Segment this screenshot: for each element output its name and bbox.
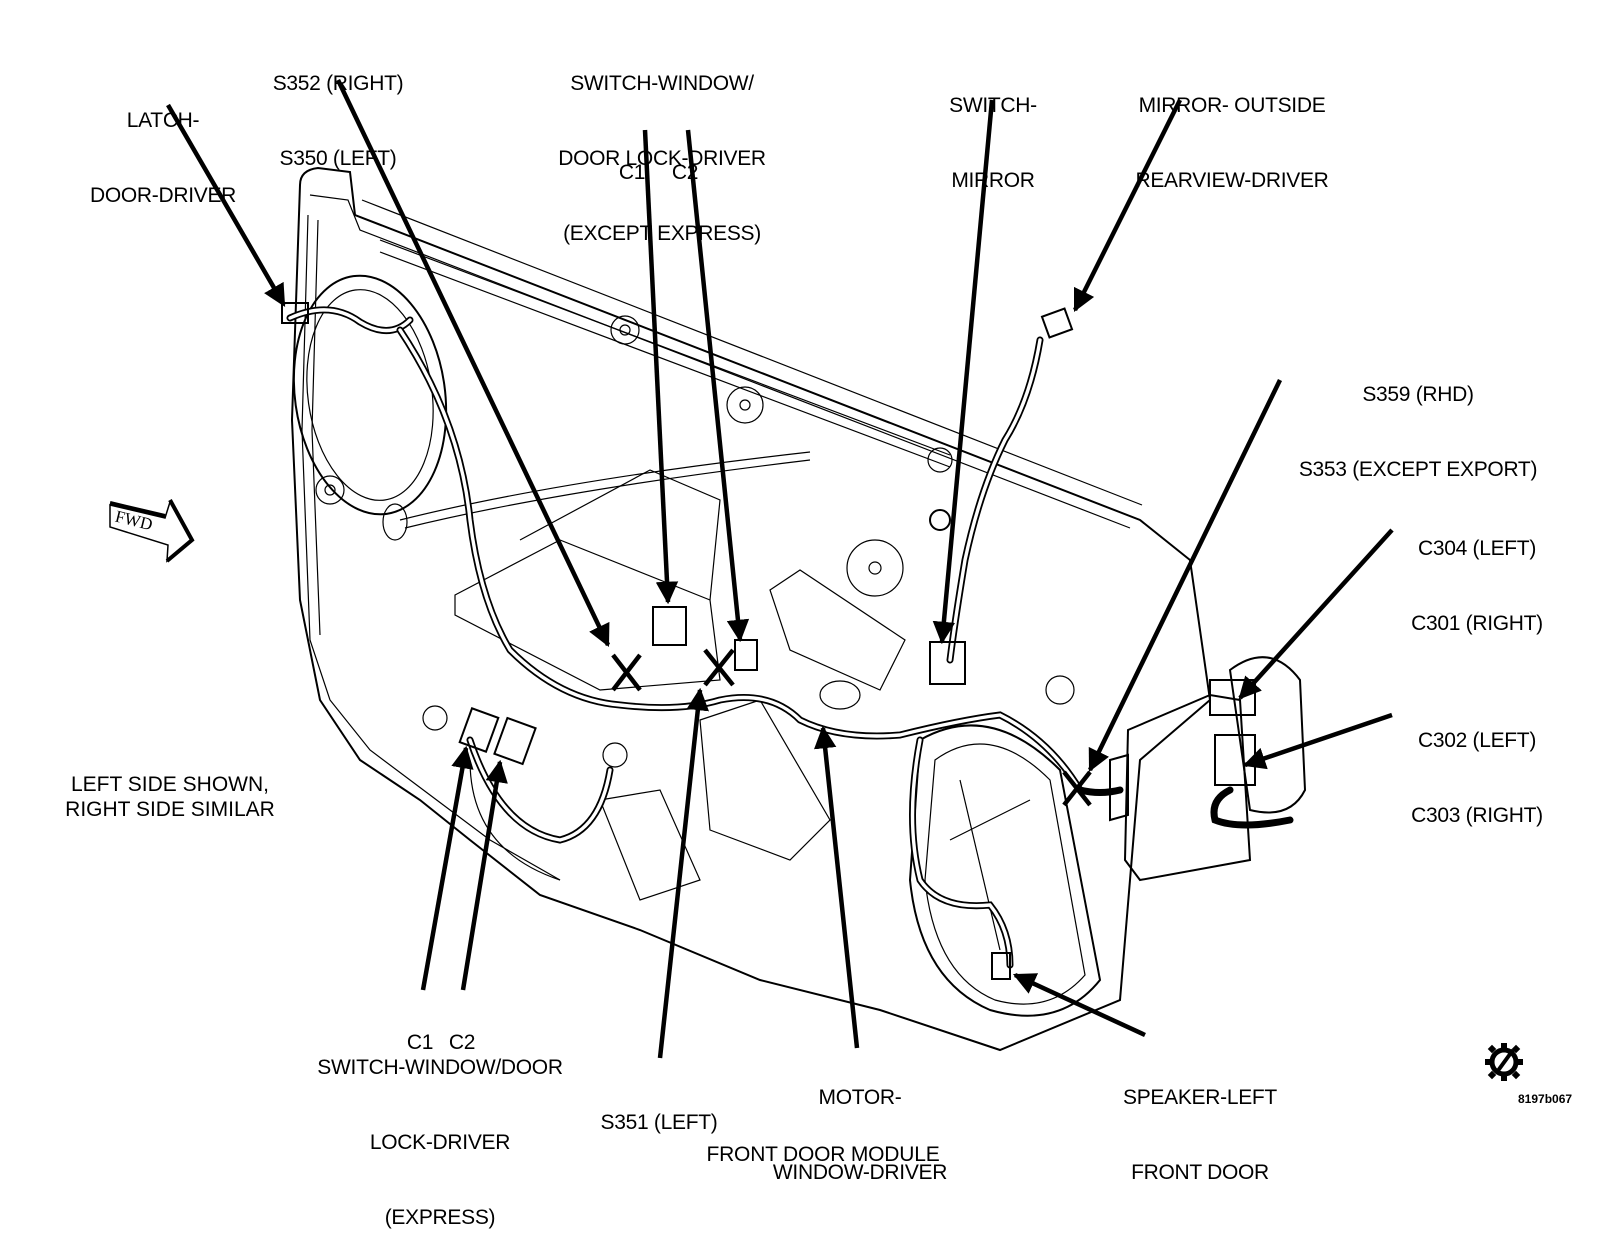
callout-line: SWITCH-WINDOW/: [570, 72, 754, 95]
callout-line: MIRROR: [951, 169, 1035, 192]
callout-line: SWITCH-WINDOW/DOOR: [317, 1056, 563, 1079]
note-line: LEFT SIDE SHOWN,: [71, 773, 269, 796]
callout-line: (EXPRESS): [384, 1206, 496, 1229]
callout-line: S352 (RIGHT): [272, 72, 404, 95]
leader-s359: [1087, 379, 1283, 773]
note-line: RIGHT SIDE SIMILAR: [65, 798, 275, 821]
splice-s351: [703, 648, 735, 687]
leader-lines: [166, 79, 1394, 1059]
callout-line: S353 (EXCEPT EXPORT): [1298, 458, 1538, 481]
connector-label: C2: [671, 161, 699, 184]
callout-line: C303 (RIGHT): [1411, 804, 1543, 827]
fwd-arrow-icon: FWD: [109, 499, 195, 563]
callout-s352-s350: S352 (RIGHT) S350 (LEFT): [273, 21, 404, 196]
callout-c304-c301: C304 (LEFT) C301 (RIGHT): [1411, 486, 1543, 661]
splice-s352: [611, 653, 642, 692]
callout-c2-bottom: C2: [448, 980, 476, 1080]
switch-c1-connector: [652, 606, 687, 646]
speaker-connector: [991, 952, 1011, 980]
figure-id: 8197b067: [1518, 1092, 1573, 1106]
splice-marks: [611, 648, 1092, 807]
callout-motor-window-driver: MOTOR- WINDOW-DRIVER: [772, 1035, 948, 1210]
callout-mirror-outside-rearview: MIRROR- OUTSIDE REARVIEW-DRIVER: [1135, 43, 1328, 218]
callout-line: SPEAKER-LEFT: [1123, 1086, 1277, 1109]
callout-c302-c303: C302 (LEFT) C303 (RIGHT): [1411, 678, 1543, 853]
callout-c1-top: C1: [618, 110, 646, 210]
callout-switch-window-except-express: SWITCH-WINDOW/ DOOR LOCK-DRIVER (EXCEPT …: [558, 21, 766, 271]
leader-express-c1: [420, 745, 474, 991]
latch-connector: [281, 302, 309, 324]
leader-mirror: [1072, 98, 1183, 313]
switch-c2-connector: [734, 639, 758, 671]
express-c2-connector: [493, 716, 537, 766]
callout-line: SWITCH-: [949, 94, 1037, 117]
leader-express-c2: [460, 759, 508, 991]
callout-line: LOCK-DRIVER: [369, 1131, 511, 1154]
callout-switch-mirror: SWITCH- MIRROR: [949, 43, 1037, 218]
callout-line: MIRROR- OUTSIDE: [1138, 94, 1326, 117]
service-gear-icon: [1485, 1043, 1523, 1081]
callout-line: WINDOW-DRIVER: [772, 1161, 948, 1184]
diagram-title: FRONT DOOR MODULE: [706, 1143, 940, 1166]
splice-s359: [1062, 770, 1092, 807]
leader-speaker: [1012, 972, 1146, 1038]
callout-switch-window-express: SWITCH-WINDOW/DOOR LOCK-DRIVER (EXPRESS): [317, 1005, 563, 1255]
mirror-connector: [1040, 307, 1074, 339]
leader-c304: [1238, 528, 1394, 700]
callout-line: S350 (LEFT): [279, 147, 397, 170]
connector-label: C2: [448, 1031, 476, 1054]
callout-c2-top: C2: [671, 110, 699, 210]
leader-s352: [335, 79, 611, 648]
mirror-switch-connector: [929, 641, 966, 685]
callout-line: C304 (LEFT): [1417, 537, 1537, 560]
callout-line: MOTOR-: [818, 1086, 902, 1109]
callout-line: C301 (RIGHT): [1411, 612, 1543, 635]
callout-line: FRONT DOOR: [1131, 1161, 1269, 1184]
callout-latch-door-driver: LATCH- DOOR-DRIVER: [90, 58, 236, 233]
leader-switch-mirror: [932, 99, 995, 645]
leader-s351: [657, 687, 709, 1059]
callout-s359-s353: S359 (RHD) S353 (EXCEPT EXPORT): [1298, 332, 1538, 507]
callout-line: DOOR-DRIVER: [89, 184, 237, 207]
connector-label: C1: [406, 1031, 434, 1054]
wiring-harness: [286, 306, 1294, 969]
connector-label: C1: [618, 161, 646, 184]
connectors: [281, 302, 1074, 980]
callout-line: (EXCEPT EXPRESS): [563, 222, 761, 245]
callout-c1-bottom: C1: [406, 980, 434, 1080]
callout-line: DOOR LOCK-DRIVER: [558, 147, 766, 170]
leader-motor: [813, 725, 860, 1049]
callout-line: S359 (RHD): [1362, 383, 1474, 406]
callout-line: S351 (LEFT): [600, 1111, 718, 1134]
door-panel: [290, 166, 1307, 1052]
orientation-note: LEFT SIDE SHOWN, RIGHT SIDE SIMILAR: [65, 772, 275, 822]
door-module-illustration: FWD: [109, 79, 1523, 1081]
leader-switch-c1: [642, 129, 679, 605]
callout-line: C302 (LEFT): [1417, 729, 1537, 752]
callout-speaker-left-front-door: SPEAKER-LEFT FRONT DOOR: [1123, 1035, 1277, 1210]
callout-line: REARVIEW-DRIVER: [1135, 169, 1329, 192]
callout-line: LATCH-: [126, 109, 200, 132]
leader-switch-c2: [685, 129, 750, 643]
express-c1-connector: [458, 707, 500, 753]
callout-s351: S351 (LEFT): [601, 1060, 718, 1160]
leader-latch: [166, 103, 286, 307]
leader-c302: [1242, 712, 1393, 770]
